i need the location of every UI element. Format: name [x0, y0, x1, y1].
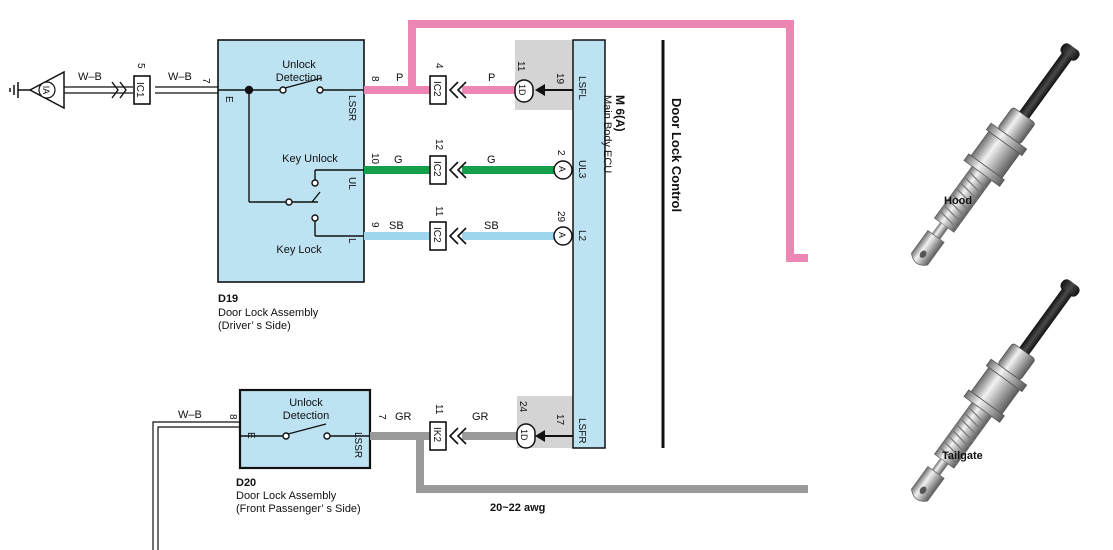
ecu-section-label: Door Lock Control — [669, 98, 684, 212]
p-wire-label-right: P — [488, 72, 495, 84]
ecu-id: M 6(A) — [613, 95, 627, 132]
sb-wire-label-right: SB — [484, 220, 499, 232]
wb-label-left: W–B — [78, 71, 102, 83]
g-pin-ecu-connector: 2 — [555, 150, 566, 156]
gr-ecu-connector: 1D — [519, 429, 529, 441]
d19-key-lock-label: Key Lock — [276, 244, 322, 256]
junction-ic2-g — [429, 155, 467, 185]
d19-pin-e: E — [223, 96, 234, 103]
sb-pin-d19: 9 — [369, 222, 380, 228]
g-wire-label-left: G — [394, 154, 403, 166]
p-wire-label-left: P — [396, 72, 403, 84]
tailgate-pin-switch — [898, 269, 1092, 513]
junction-ic2-sb-label: IC2 — [431, 227, 442, 243]
junction-ic1 — [133, 75, 151, 105]
p-pin-ecu-connector: 11 — [515, 61, 526, 72]
d19-id: D19 — [218, 293, 238, 305]
wb-label-right: W–B — [168, 71, 192, 83]
g-ecu-terminal: UL3 — [576, 160, 587, 179]
wire-gauge-note: 20~22 awg — [490, 502, 545, 514]
sb-wire-label-left: SB — [389, 220, 404, 232]
d20-pin-lssr: LSSR — [352, 432, 363, 458]
wb-chevrons — [111, 81, 127, 99]
g-ecu-connector-bubble — [553, 160, 573, 180]
main-body-ecu-bar — [572, 39, 606, 449]
wb-wire-bottom — [152, 421, 240, 550]
p-ecu-terminal: LSFL — [576, 76, 587, 100]
g-pin-junction: 12 — [433, 139, 444, 151]
p-pin-ecu: 19 — [554, 73, 565, 85]
wb-pin-right: 7 — [200, 78, 211, 84]
gr-pin-junction: 11 — [433, 404, 444, 415]
d19-door-lock-assembly — [217, 39, 365, 283]
p-ecu-connector: 1D — [517, 84, 527, 96]
gr-wire-arrow — [535, 430, 545, 442]
ground-connector-label: IA — [41, 86, 51, 95]
d20-pin-left: 8 — [227, 414, 238, 420]
g-pin-d19: 10 — [369, 153, 380, 165]
sb-ecu-connector-bubble — [553, 226, 573, 246]
d20-side: (Front Passenger’ s Side) — [236, 503, 361, 515]
junction-ic2-p — [429, 75, 467, 105]
tailgate-label: Tailgate — [942, 450, 983, 462]
d19-pin-lssr: LSSR — [346, 95, 357, 121]
sb-ecu-connector: A — [557, 232, 567, 238]
gr-pin-ecu: 17 — [554, 414, 565, 426]
g-ecu-connector: A — [557, 166, 567, 172]
d19-internal-circuit — [218, 77, 364, 237]
p-pin-junction: 4 — [433, 63, 444, 69]
p-wire-arrow — [535, 84, 545, 96]
d20-detection-label: Detection — [283, 410, 329, 422]
hood-label: Hood — [944, 195, 972, 207]
d19-unlock-label: Unlock — [282, 59, 316, 71]
gr-label-d20: GR — [395, 411, 412, 423]
d19-pin-ul: UL — [346, 177, 357, 190]
wb-pin-left: 5 — [135, 63, 146, 69]
p-pin-d19: 8 — [369, 76, 380, 82]
p-ecu-connector-bubble — [514, 79, 534, 103]
d19-key-unlock-label: Key Unlock — [282, 153, 338, 165]
ecu-name: Main Body ECU — [601, 95, 613, 173]
d19-pin-l: L — [346, 238, 357, 244]
hood-pin-switch — [898, 33, 1092, 277]
d20-id: D20 — [236, 477, 256, 489]
gr-pin-ecu-connector: 24 — [517, 401, 528, 413]
d20-name: Door Lock Assembly — [236, 490, 337, 502]
gr-ecu-connector-bubble — [516, 423, 536, 449]
junction-ik2-label: IK2 — [431, 427, 442, 442]
d20-internal-circuit — [240, 423, 370, 440]
sb-pin-junction: 11 — [433, 206, 444, 217]
d20-pin-e: E — [245, 432, 256, 439]
g-wire-label-right: G — [487, 154, 496, 166]
d19-side: (Driver’ s Side) — [218, 320, 291, 332]
junction-ic1-label: IC1 — [134, 82, 145, 98]
gr-ecu-terminal: LSFR — [576, 418, 587, 444]
sb-pin-ecu-connector: 29 — [555, 211, 566, 223]
gr-pin-d20: 7 — [376, 414, 387, 420]
gr-label: GR — [472, 411, 489, 423]
junction-ic2-g-label: IC2 — [431, 161, 442, 177]
d19-detection-label: Detection — [276, 72, 322, 84]
sb-ecu-terminal: L2 — [576, 230, 587, 242]
junction-ic2-sb — [429, 221, 467, 251]
d20-unlock-label: Unlock — [289, 397, 323, 409]
junction-ic2-p-label: IC2 — [431, 81, 442, 97]
d20-wb-label: W–B — [178, 409, 202, 421]
gr-wire-to-tailgate — [416, 436, 808, 493]
ground-symbol — [9, 82, 30, 98]
d19-name: Door Lock Assembly — [218, 307, 319, 319]
junction-ik2 — [429, 421, 467, 451]
